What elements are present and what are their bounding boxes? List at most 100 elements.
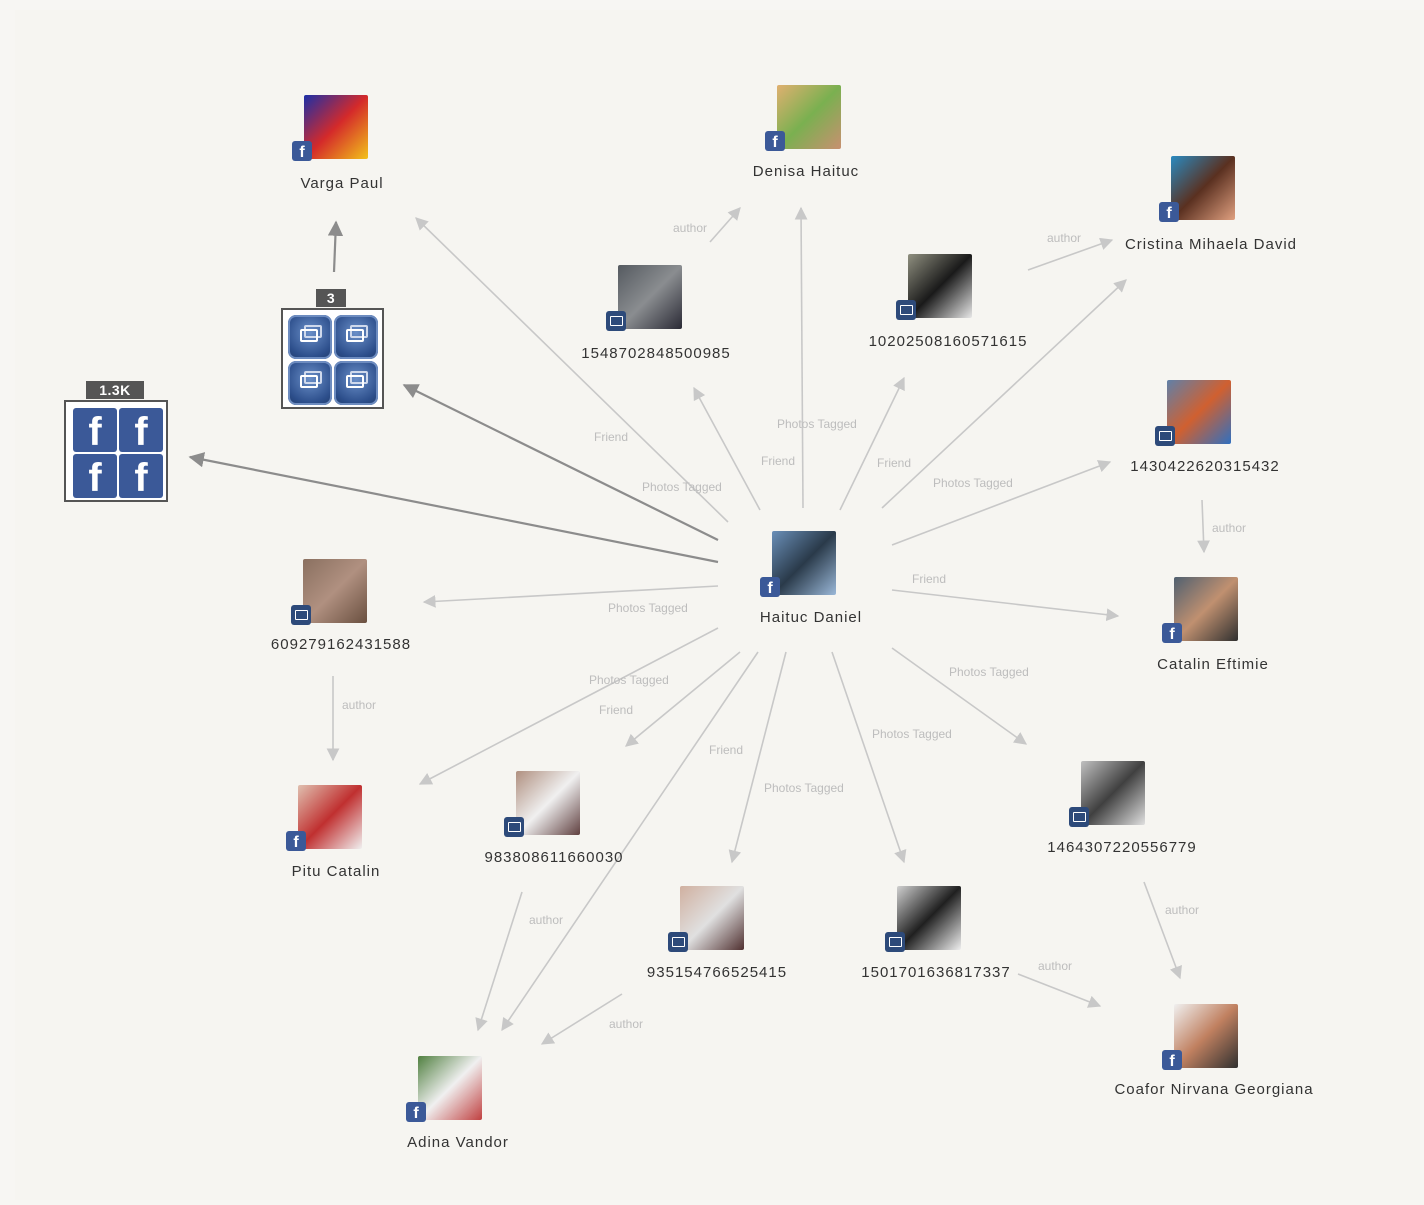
node-label: 10202508160571615 [868, 333, 1028, 350]
photo-icon [334, 361, 378, 405]
node-photo-thumbnail[interactable] [1167, 380, 1231, 444]
node-photo-thumbnail[interactable] [680, 886, 744, 950]
node-label: Varga Paul [300, 175, 384, 192]
edge-label: author [1038, 959, 1072, 973]
facebook-icon: f [286, 831, 306, 851]
edge-center-to-p9838 [625, 651, 741, 747]
edge-p1548-to-denisa [709, 207, 741, 243]
edge-label: Friend [877, 456, 911, 470]
node-photo-thumbnail[interactable] [618, 265, 682, 329]
node-photo-thumbnail[interactable] [1174, 577, 1238, 641]
edge-label: Photos Tagged [933, 476, 1013, 490]
edge-center-to-p9351 [728, 651, 787, 864]
edge-center-to-pitu [418, 627, 719, 785]
edge-p1501-to-coafor [1017, 973, 1102, 1008]
edge-label: Friend [594, 430, 628, 444]
facebook-icon: f [1159, 202, 1179, 222]
edge-center-to-catalinE [891, 589, 1120, 622]
photo-icon [1069, 807, 1089, 827]
edge-label: author [529, 913, 563, 927]
node-photo-thumbnail[interactable] [1174, 1004, 1238, 1068]
edge-label: Photos Tagged [949, 665, 1029, 679]
photo-icon [291, 605, 311, 625]
edge-p1464-to-coafor [1143, 881, 1182, 980]
facebook-icon: f [73, 408, 117, 452]
node-label: 983808611660030 [484, 849, 624, 866]
facebook-icon: f [1162, 623, 1182, 643]
edge-label: Photos Tagged [777, 417, 857, 431]
facebook-icon: f [73, 454, 117, 498]
edge-center-to-varga [415, 217, 729, 523]
edge-label: Photos Tagged [764, 781, 844, 795]
photo-icon [504, 817, 524, 837]
edge-label: Friend [761, 454, 795, 468]
node-label: 1548702848500985 [581, 345, 731, 362]
node-photo-thumbnail[interactable] [303, 559, 367, 623]
edge-p9351-to-adina [540, 993, 623, 1045]
edge-label: author [609, 1017, 643, 1031]
edge-center-to-photo-group [402, 384, 719, 541]
photo-icon [885, 932, 905, 952]
edge-label: Photos Tagged [608, 601, 688, 615]
edge-label: Photos Tagged [642, 480, 722, 494]
facebook-icon: f [119, 454, 163, 498]
node-label: Haituc Daniel [759, 609, 863, 626]
edge-p9838-to-adina [475, 891, 523, 1032]
node-photo-thumbnail[interactable] [772, 531, 836, 595]
node-label: Pitu Catalin [291, 863, 381, 880]
node-label: Catalin Eftimie [1157, 656, 1269, 673]
facebook-group-count: 1.3K [86, 381, 144, 399]
photo-group-count: 3 [316, 289, 346, 307]
edge-center-to-p6092 [422, 585, 719, 608]
facebook-icon: f [406, 1102, 426, 1122]
node-label: Adina Vandor [407, 1134, 509, 1151]
edge-center-to-denisa [794, 206, 808, 509]
node-photo-thumbnail[interactable] [298, 785, 362, 849]
facebook-icon: f [1162, 1050, 1182, 1070]
edge-center-to-cristina [881, 279, 1127, 509]
edge-center-to-facebook-group [188, 452, 719, 564]
photo-icon [334, 315, 378, 359]
node-label: 1464307220556779 [1047, 839, 1197, 856]
edge-label: author [342, 698, 376, 712]
edge-label: Friend [709, 743, 743, 757]
facebook-icon: f [292, 141, 312, 161]
facebook-icon: f [119, 408, 163, 452]
edge-center-to-p1464 [891, 647, 1028, 745]
node-photo-thumbnail[interactable] [418, 1056, 482, 1120]
edge-p1430-to-catalinE [1197, 499, 1210, 554]
node-photo-thumbnail[interactable] [304, 95, 368, 159]
photo-icon [288, 315, 332, 359]
edge-p1020-to-cristina [1027, 237, 1114, 271]
edge-label: Photos Tagged [872, 727, 952, 741]
node-photo-thumbnail[interactable] [908, 254, 972, 318]
edge-label: author [1047, 231, 1081, 245]
edge-center-to-p1501 [831, 651, 907, 864]
edge-label: Friend [599, 703, 633, 717]
photo-icon [288, 361, 332, 405]
photo-icon [896, 300, 916, 320]
node-label: 1430422620315432 [1130, 458, 1280, 475]
facebook-icon: f [765, 131, 785, 151]
node-photo-thumbnail[interactable] [1171, 156, 1235, 220]
photo-icon [668, 932, 688, 952]
edge-photo-group-to-varga [327, 220, 344, 273]
node-photo-thumbnail[interactable] [897, 886, 961, 950]
node-photo-thumbnail[interactable] [516, 771, 580, 835]
edge-center-to-p1548 [693, 386, 761, 511]
edge-label: author [1212, 521, 1246, 535]
node-label: 609279162431588 [270, 636, 412, 653]
edge-center-to-adina [501, 651, 759, 1032]
edge-center-to-p1430 [891, 460, 1112, 546]
facebook-icon: f [760, 577, 780, 597]
edge-label: Friend [912, 572, 946, 586]
edge-center-to-p1020 [839, 376, 905, 511]
node-photo-thumbnail[interactable] [777, 85, 841, 149]
edge-label: author [673, 221, 707, 235]
node-label: 935154766525415 [646, 964, 788, 981]
node-photo-thumbnail[interactable] [1081, 761, 1145, 825]
node-label: Denisa Haituc [752, 163, 860, 180]
node-label: 1501701636817337 [861, 964, 1011, 981]
node-label: Coafor Nirvana Georgiana [1114, 1081, 1314, 1098]
